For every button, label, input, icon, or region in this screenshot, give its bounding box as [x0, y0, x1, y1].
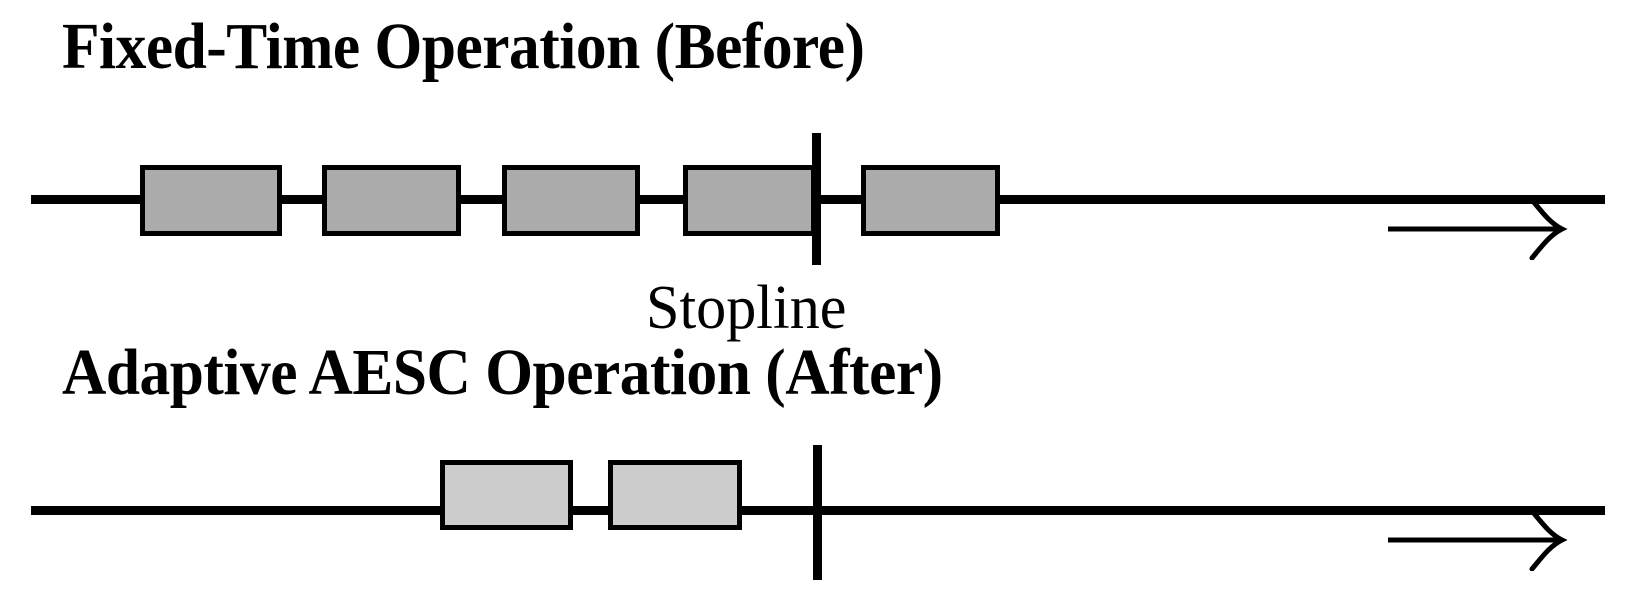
queue-box-before-5: [861, 165, 1000, 236]
panel-title-before: Fixed-Time Operation (Before): [62, 10, 865, 83]
queue-box-before-2: [322, 165, 461, 236]
direction-arrow-after: [1388, 509, 1568, 571]
stopline-label: Stopline: [646, 274, 847, 342]
direction-arrow-before: [1388, 198, 1568, 260]
queue-box-before-3: [502, 165, 640, 236]
queue-box-before-1: [140, 165, 282, 236]
queue-box-after-1: [440, 460, 573, 530]
stopline-marker-after: [813, 445, 822, 580]
stopline-marker-before: [812, 133, 821, 265]
queue-box-before-4: [683, 165, 816, 236]
panel-title-after: Adaptive AESC Operation (After): [62, 336, 943, 409]
queue-box-after-2: [608, 460, 742, 530]
